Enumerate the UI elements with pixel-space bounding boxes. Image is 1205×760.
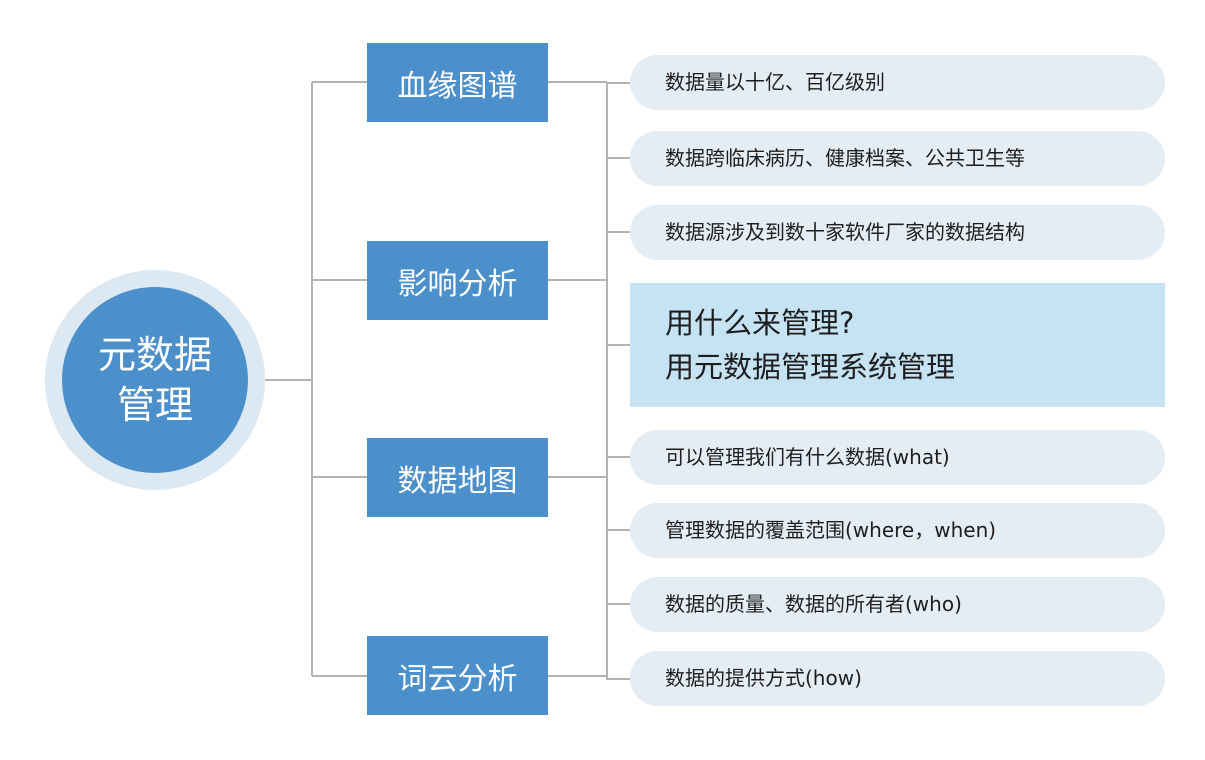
highlight-line-1: 用什么来管理? [665,306,855,340]
center-node-line-2: 管理 [116,383,193,427]
category-node-impact-analysis: 影响分析 [367,241,548,320]
item-node: 数据的提供方式(how) [630,651,1165,706]
highlight-line-2: 用元数据管理系统管理 [665,350,956,384]
category-node-lineage: 血缘图谱 [367,43,548,122]
item-node: 数据的质量、数据的所有者(who) [630,577,1165,632]
item-node: 数据量以十亿、百亿级别 [630,55,1165,110]
category-node-word-cloud: 词云分析 [367,636,548,715]
item-node: 管理数据的覆盖范围(where，when) [630,503,1165,558]
center-node-line-1: 元数据 [97,333,212,377]
center-node: 元数据 管理 [62,287,248,473]
item-node: 数据跨临床病历、健康档案、公共卫生等 [630,131,1165,186]
item-node: 可以管理我们有什么数据(what) [630,430,1165,485]
category-node-data-map: 数据地图 [367,438,548,517]
highlight-node: 用什么来管理? 用元数据管理系统管理 [630,283,1165,407]
item-node: 数据源涉及到数十家软件厂家的数据结构 [630,205,1165,260]
